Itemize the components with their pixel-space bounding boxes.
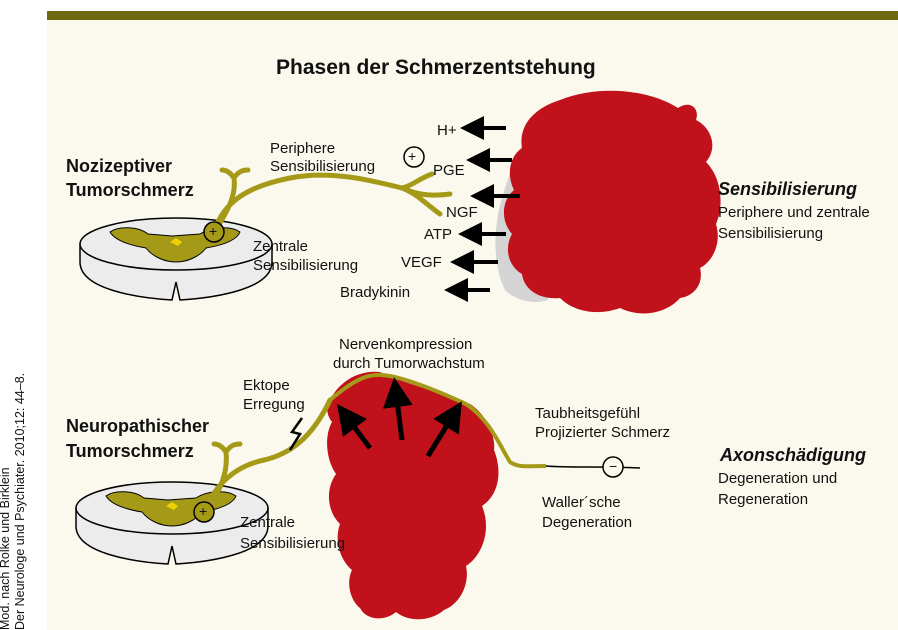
nociceptive-heading-1: Nozizeptiver [66, 155, 172, 178]
source-credit: Mod. nach Rolke und Birklein Der Neurolo… [0, 373, 28, 630]
minus-sign: − [609, 457, 617, 475]
source-credit-line-1: Mod. nach Rolke und Birklein [0, 373, 13, 630]
mediator-atp: ATP [424, 226, 452, 244]
peripheral-label-2: Sensibilisierung [270, 158, 375, 176]
page-title: Phasen der Schmerzentstehung [276, 56, 596, 80]
source-credit-line-2: Der Neurologe und Psychiater. 2010;12: 4… [13, 373, 28, 630]
axon-damage-title: Axonschädigung [720, 444, 866, 466]
central-label-bottom-1: Zentrale [240, 514, 295, 532]
waller-label-1: Waller´sche [542, 494, 621, 512]
neuropathic-heading-2: Tumorschmerz [66, 440, 194, 463]
mediator-vegf: VEGF [401, 254, 442, 272]
sensitization-text-1: Periphere und zentrale [718, 204, 870, 222]
spinal-cord-top [80, 218, 272, 300]
axon-damage-text-1: Degeneration und [718, 470, 837, 488]
mediator-pge: PGE [433, 162, 465, 180]
axon-damage-text-2: Regeneration [718, 491, 808, 509]
peripheral-label-1: Periphere [270, 140, 335, 158]
ectopic-label-2: Erregung [243, 396, 305, 414]
nociceptive-heading-2: Tumorschmerz [66, 179, 194, 202]
plus-sign-top: + [209, 222, 217, 240]
central-label-top-1: Zentrale [253, 238, 308, 256]
nerve-fiber-top [214, 170, 450, 232]
compression-label-2: durch Tumorwachstum [333, 355, 485, 373]
numbness-label-2: Projizierter Schmerz [535, 424, 670, 442]
plus-sign-bottom: + [199, 502, 207, 520]
central-label-bottom-2: Sensibilisierung [240, 535, 345, 553]
plus-sign-peripheral: + [408, 147, 416, 165]
central-label-top-2: Sensibilisierung [253, 257, 358, 275]
waller-label-2: Degeneration [542, 514, 632, 532]
numbness-label-1: Taubheitsgefühl [535, 405, 640, 423]
mediator-ngf: NGF [446, 204, 478, 222]
ectopic-label-1: Ektope [243, 377, 290, 395]
sensitization-title: Sensibilisierung [718, 178, 857, 200]
sensitization-text-2: Sensibilisierung [718, 225, 823, 243]
tumor-top [504, 91, 721, 314]
compression-label-1: Nervenkompression [339, 336, 472, 354]
mediator-bradykinin: Bradykinin [340, 284, 410, 302]
neuropathic-heading-1: Neuropathischer [66, 415, 209, 438]
mediator-h: H+ [437, 122, 457, 140]
degenerated-axon [546, 466, 640, 468]
